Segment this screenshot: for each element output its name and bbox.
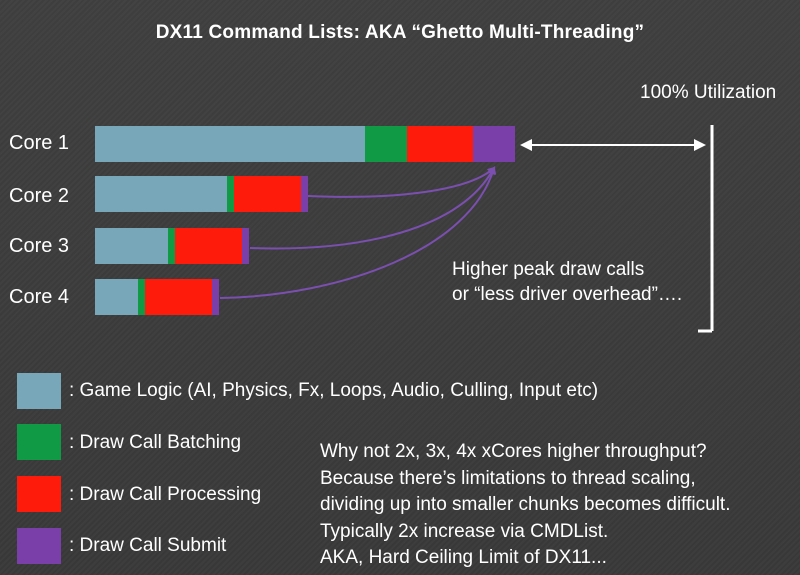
core-3-label: Core 3 — [9, 235, 70, 257]
overhead-note-line: or “less driver overhead”…. — [452, 284, 683, 305]
legend-label-processing: : Draw Call Processing — [69, 484, 262, 505]
legend-label-game-logic: : Game Logic (AI, Physics, Fx, Loops, Au… — [69, 380, 599, 401]
core-2-bar — [95, 176, 308, 212]
scaling-explanation-line: AKA, Hard Ceiling Limit of DX11... — [320, 547, 607, 568]
bar-segment-processing — [407, 126, 473, 162]
submit-arrow-core-4 — [219, 166, 497, 299]
legend-swatch-processing — [17, 476, 61, 512]
core-1-bar — [95, 126, 515, 162]
bar-segment-game-logic — [95, 228, 168, 264]
utilization-boundary — [698, 125, 714, 333]
bar-segment-processing — [145, 279, 212, 315]
bar-segment-batching — [138, 279, 145, 315]
utilization-label: 100% Utilization — [640, 82, 777, 103]
submit-arrow-core-3 — [249, 166, 495, 250]
submit-arrow-core-2 — [307, 166, 496, 198]
bar-segment-submit — [212, 279, 219, 315]
legend-swatch-batching — [17, 424, 61, 460]
legend-swatch-game-logic — [17, 373, 61, 409]
bar-segment-processing — [175, 228, 242, 264]
bar-segment-batching — [365, 126, 407, 162]
legend-label-submit: : Draw Call Submit — [69, 535, 227, 556]
bar-segment-submit — [242, 228, 249, 264]
overhead-note-line: Higher peak draw calls — [452, 259, 645, 280]
scaling-explanation-line: Why not 2x, 3x, 4x xCores higher through… — [320, 441, 707, 462]
legend-label-batching: : Draw Call Batching — [69, 432, 242, 453]
scaling-explanation: Why not 2x, 3x, 4x xCores higher through… — [320, 439, 730, 572]
scaling-explanation-line: dividing up into smaller chunks becomes … — [320, 494, 731, 515]
bar-segment-game-logic — [95, 176, 227, 212]
core-2-label: Core 2 — [9, 185, 70, 207]
bar-segment-batching — [227, 176, 234, 212]
scaling-explanation-line: Because there’s limitations to thread sc… — [320, 467, 696, 489]
core-3-bar — [95, 228, 249, 264]
bar-segment-submit — [301, 176, 308, 212]
bar-segment-game-logic — [95, 126, 365, 162]
bar-segment-submit — [473, 126, 515, 162]
slide-title: DX11 Command Lists: AKA “Ghetto Multi-Th… — [155, 22, 645, 43]
core-4-label: Core 4 — [9, 286, 70, 308]
core-1-label: Core 1 — [9, 132, 70, 154]
bar-segment-batching — [168, 228, 175, 264]
overhead-note: Higher peak draw calls or “less driver o… — [452, 257, 682, 307]
scaling-explanation-line: Typically 2x increase via CMDList. — [320, 520, 609, 542]
bar-segment-game-logic — [95, 279, 138, 315]
legend-swatch-submit — [17, 528, 61, 564]
core-4-bar — [95, 279, 219, 315]
bar-segment-processing — [234, 176, 301, 212]
